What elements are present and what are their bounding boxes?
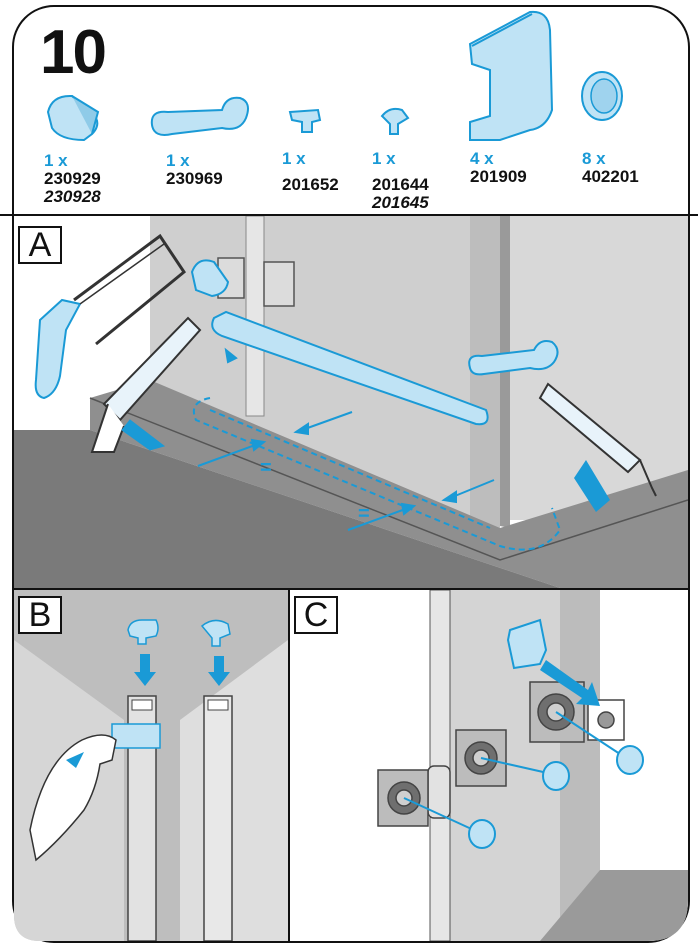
end-cap-icon-2 xyxy=(380,107,410,135)
panel-label-c: C xyxy=(294,596,338,634)
page-frame xyxy=(12,5,690,943)
seal-profile-icon xyxy=(150,96,249,136)
part-code: 201909 xyxy=(470,166,527,186)
round-cap-icon xyxy=(581,71,623,121)
part-code: 402201 xyxy=(582,166,639,186)
divider-top xyxy=(0,214,698,216)
end-cap-icon-1 xyxy=(288,108,322,133)
equal-mark: = xyxy=(358,503,370,525)
part-item: 1 x 201644 201645 xyxy=(372,150,429,212)
panel-label-b: B xyxy=(18,596,62,634)
cover-clip-icon xyxy=(468,10,554,141)
part-item: 1 x 201652 xyxy=(282,150,339,194)
panel-label-a: A xyxy=(18,226,62,264)
step-number: 10 xyxy=(40,18,107,87)
part-quantity: 1 x xyxy=(166,151,190,170)
part-code: 230969 xyxy=(166,168,223,188)
divider-vertical xyxy=(288,588,290,943)
wall-profile-icon xyxy=(46,94,100,142)
equal-mark: = xyxy=(260,457,272,479)
part-quantity: 8 x xyxy=(582,149,606,168)
part-quantity: 1 x xyxy=(372,149,396,168)
part-item: 1 x 230969 xyxy=(166,152,223,188)
part-code: 201652 xyxy=(282,174,339,194)
part-quantity: 4 x xyxy=(470,149,494,168)
part-code: 201644 xyxy=(372,174,429,194)
part-quantity: 1 x xyxy=(44,151,68,170)
part-item: 8 x 402201 xyxy=(582,150,639,186)
part-code: 230929 xyxy=(44,168,101,188)
part-item: 1 x 230929 230928 xyxy=(44,152,101,206)
part-quantity: 1 x xyxy=(282,149,306,168)
part-alt-code: 201645 xyxy=(372,192,429,212)
divider-middle xyxy=(12,588,690,590)
part-item: 4 x 201909 xyxy=(470,150,527,186)
part-alt-code: 230928 xyxy=(44,186,101,206)
